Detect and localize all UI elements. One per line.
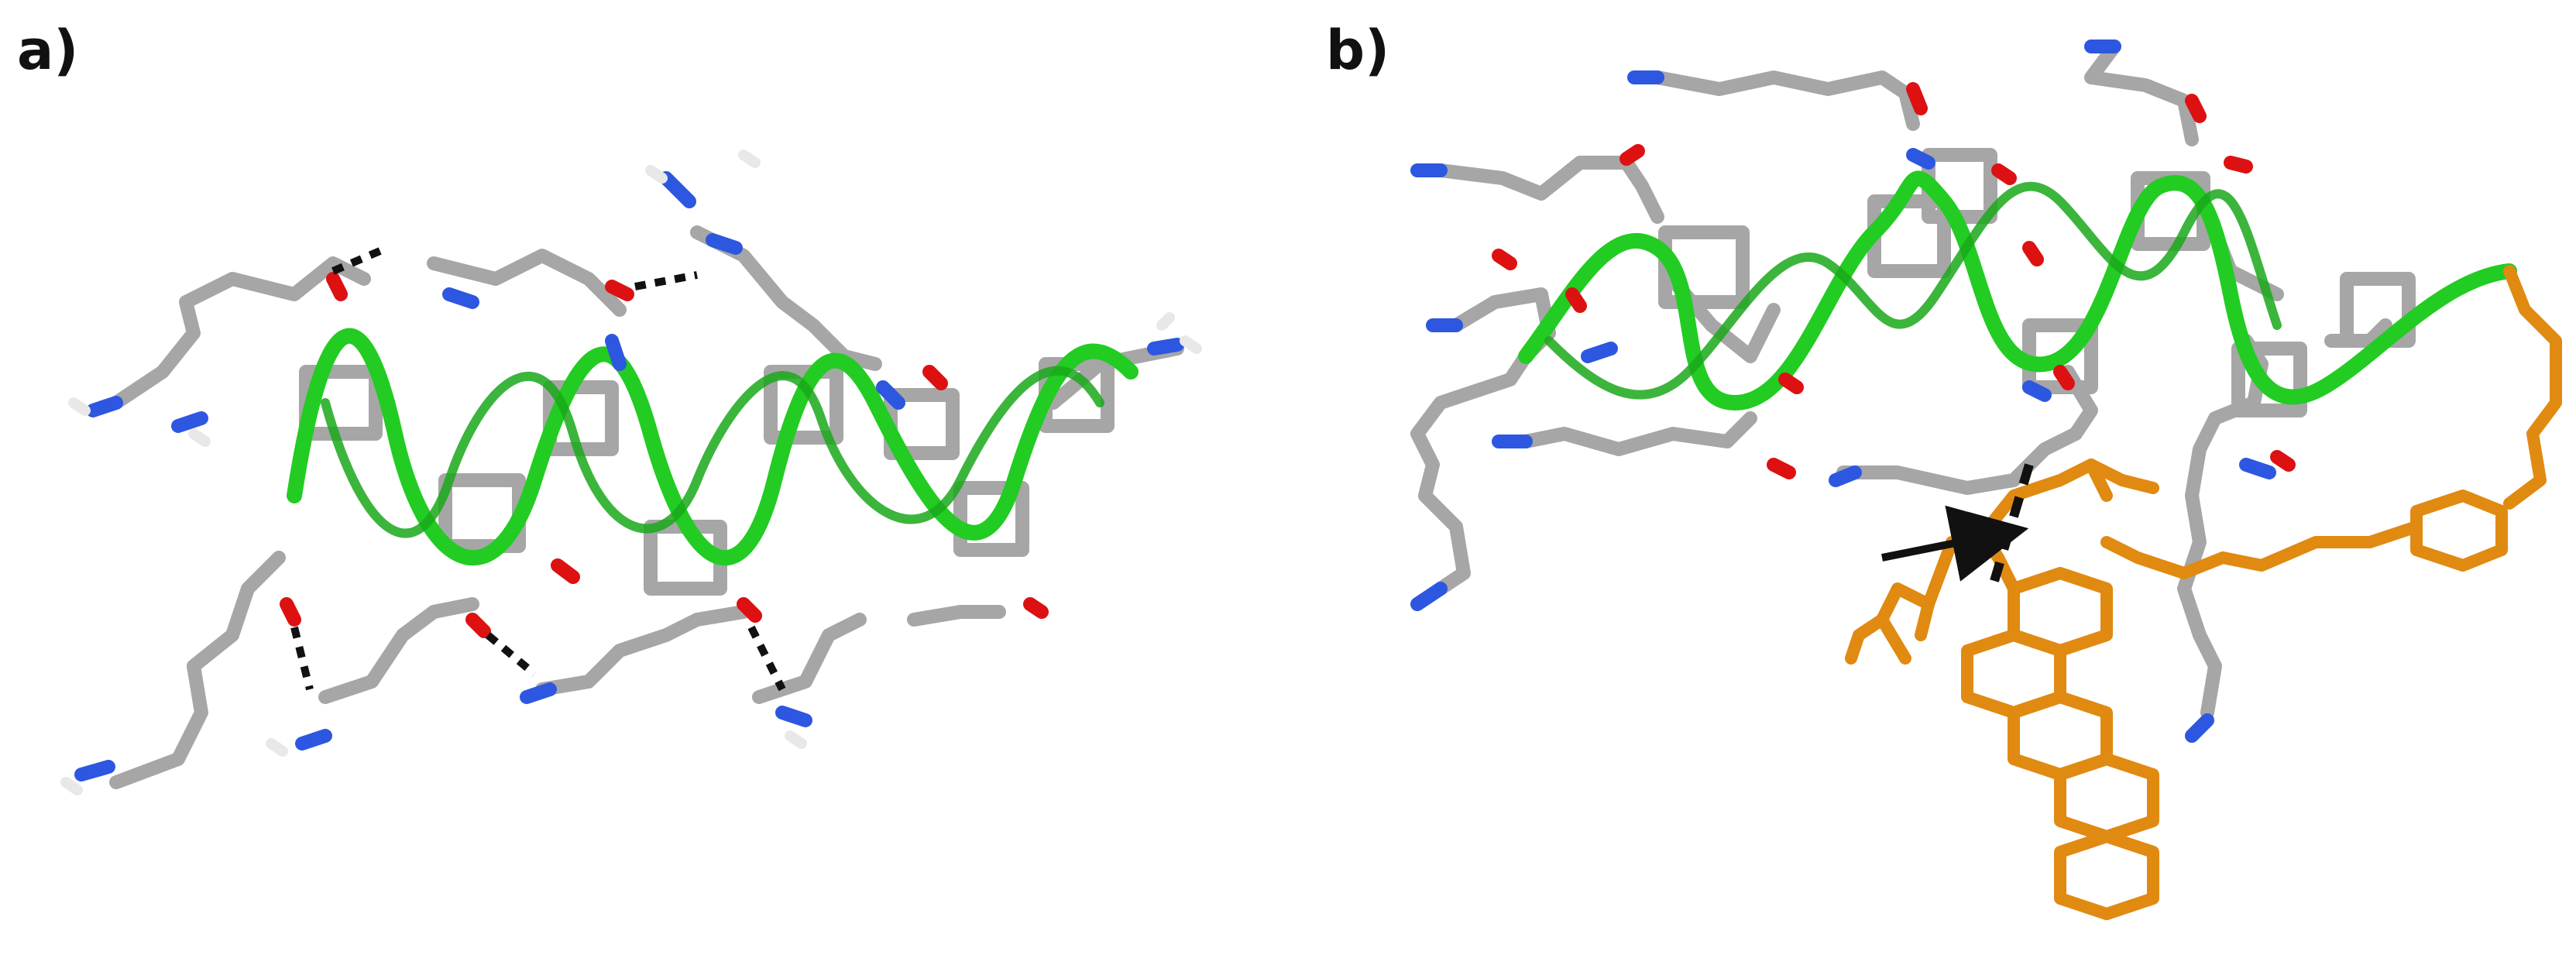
panel-a-label: a) [17,19,79,82]
panel-b-structure [1410,40,2562,920]
panel-b-helix-ribbon [1518,170,2517,411]
panel-a-hbonds [290,244,786,692]
panel-b-helix-ribbon-back [1544,181,2282,400]
panel-a-helix-ribbon [287,328,1139,566]
panel-a-helix-ribbon-back [321,366,1104,538]
panel-a-structure [60,149,1202,795]
panel-a-hydrogen-atoms [60,149,1202,795]
panel-a-sidechains [109,225,1184,789]
panel-a-oxygen-atoms [280,272,1049,638]
panel-b-nitrogen-atoms [1410,40,2276,743]
arrow-icon [1881,505,2029,582]
panel-a-nitrogen-atoms [74,171,1184,782]
panel-b-label: b) [1326,19,1390,82]
panel-b-oxygen-atoms [1492,82,2296,479]
panel-b-ligand [1845,265,2562,920]
